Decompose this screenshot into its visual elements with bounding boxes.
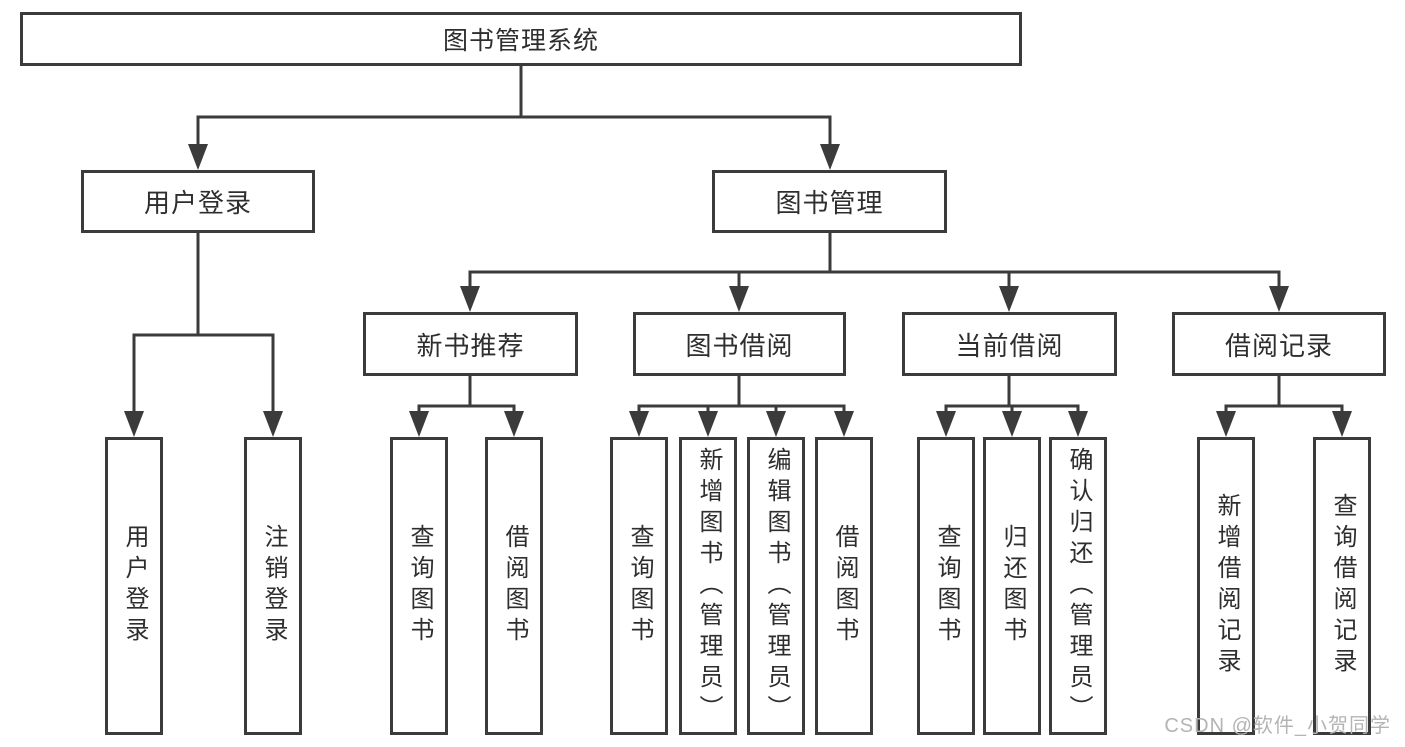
arrowhead	[1332, 411, 1352, 437]
leaf-add-book-admin: 新增图书（管理员）	[679, 437, 737, 735]
leaf-label: 借阅图书	[831, 524, 858, 648]
leaf-label: 查询图书	[406, 524, 433, 648]
root-to-level2-connector	[188, 64, 840, 170]
node-borrowing-records: 借阅记录	[1172, 312, 1386, 376]
node-user-login: 用户登录	[81, 170, 315, 233]
csdn-watermark: CSDN @软件_小贺同学	[1164, 715, 1391, 737]
leaf-borrow-books-recommend: 借阅图书	[485, 437, 543, 735]
leaf-query-borrow-record: 查询借阅记录	[1313, 437, 1371, 735]
leaf-label: 编辑图书（管理员）	[763, 446, 790, 726]
node-label: 图书管理系统	[442, 27, 599, 55]
arrowhead	[766, 411, 786, 437]
arrowhead	[124, 411, 144, 437]
arrowhead	[820, 144, 840, 170]
arrowhead	[263, 411, 283, 437]
leaf-label: 用户登录	[121, 524, 148, 648]
new-book-recommendation-to-leaves-connector	[409, 374, 524, 437]
arrowhead	[1216, 411, 1236, 437]
arrowhead	[1068, 411, 1088, 437]
node-book-borrowing: 图书借阅	[633, 312, 846, 376]
arrowhead	[629, 411, 649, 437]
node-label: 图书管理	[775, 188, 884, 218]
node-label: 借阅记录	[1224, 330, 1333, 361]
arrowhead	[834, 411, 854, 437]
node-current-borrowing: 当前借阅	[902, 312, 1117, 376]
leaf-confirm-return-admin: 确认归还（管理员）	[1049, 437, 1107, 735]
leaf-label: 注销登录	[260, 524, 287, 648]
leaf-logout: 注销登录	[244, 437, 302, 735]
leaf-label: 归还图书	[999, 524, 1026, 648]
current-borrowing-to-leaves-connector	[936, 374, 1088, 437]
leaf-user-login: 用户登录	[105, 437, 163, 735]
leaf-edit-book-admin: 编辑图书（管理员）	[747, 437, 805, 735]
leaf-query-books-current: 查询图书	[917, 437, 975, 735]
leaf-borrow-books-borrowing: 借阅图书	[815, 437, 873, 735]
leaf-return-books: 归还图书	[983, 437, 1041, 735]
leaf-label: 确认归还（管理员）	[1065, 446, 1092, 726]
arrowhead	[1269, 286, 1289, 312]
leaf-label: 查询图书	[626, 524, 653, 648]
book-borrowing-to-leaves-connector	[629, 374, 854, 437]
leaf-query-books-recommend: 查询图书	[390, 437, 448, 735]
leaf-label: 新增借阅记录	[1213, 493, 1240, 679]
node-label: 图书借阅	[685, 330, 794, 361]
arrowhead	[504, 411, 524, 437]
leaf-add-borrow-record: 新增借阅记录	[1197, 437, 1255, 735]
node-book-management: 图书管理	[712, 170, 947, 233]
user-login-to-leaves-connector	[124, 231, 283, 437]
arrowhead	[698, 411, 718, 437]
arrowhead	[936, 411, 956, 437]
leaf-label: 查询图书	[933, 524, 960, 648]
arrowhead	[729, 286, 749, 312]
node-new-book-recommendation: 新书推荐	[363, 312, 578, 376]
node-label: 当前借阅	[955, 330, 1064, 361]
book-management-to-level3-connector	[460, 231, 1289, 312]
node-library-management-system: 图书管理系统	[20, 12, 1022, 66]
arrowhead	[409, 411, 429, 437]
arrowhead	[460, 286, 480, 312]
leaf-query-books-borrowing: 查询图书	[610, 437, 668, 735]
leaf-label: 新增图书（管理员）	[695, 446, 722, 726]
arrowhead	[999, 286, 1019, 312]
borrowing-records-to-leaves-connector	[1216, 374, 1352, 437]
arrowhead	[1002, 411, 1022, 437]
node-label: 用户登录	[143, 188, 252, 218]
node-label: 新书推荐	[416, 330, 525, 361]
arrowhead	[188, 144, 208, 170]
leaf-label: 借阅图书	[501, 524, 528, 648]
leaf-label: 查询借阅记录	[1329, 493, 1356, 679]
